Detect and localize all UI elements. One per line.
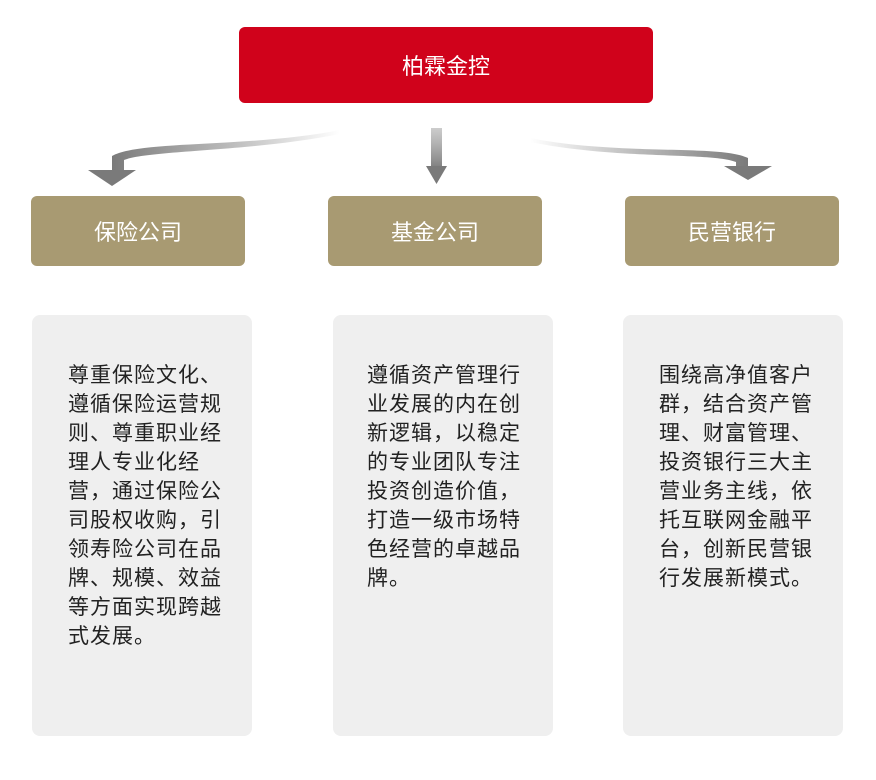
root-label: 柏霖金控 [401, 55, 490, 80]
description-card-fund: 遵循资产管理行业发展的内在创新逻辑，以稳定的专业团队专注投资创造价值，打造一级市… [333, 315, 553, 736]
branch-node-fund: 基金公司 [328, 196, 542, 266]
description-card-insurance: 尊重保险文化、遵循保险运营规则、尊重职业经理人专业化经营，通过保险公司股权收购，… [32, 315, 252, 736]
description-card-bank: 围绕高净值客户群，结合资产管理、财富管理、投资银行三大主营业务主线，依托互联网金… [623, 315, 843, 736]
connector-arrows [88, 128, 772, 186]
arrow-right [530, 138, 772, 180]
arrow-center [426, 128, 447, 184]
root-node: 柏霖金控 [239, 27, 653, 103]
branch-node-insurance: 保险公司 [31, 196, 245, 266]
branch-node-bank: 民营银行 [625, 196, 839, 266]
branch-label: 民营银行 [687, 221, 776, 246]
card-text: 遵循资产管理行业发展的内在创新逻辑，以稳定的专业团队专注投资创造价值，打造一级市… [367, 363, 521, 590]
card-text: 尊重保险文化、遵循保险运营规则、尊重职业经理人专业化经营，通过保险公司股权收购，… [68, 363, 222, 648]
branch-label: 基金公司 [390, 221, 479, 246]
arrow-left [88, 130, 340, 186]
card-text: 围绕高净值客户群，结合资产管理、财富管理、投资银行三大主营业务主线，依托互联网金… [659, 363, 813, 590]
branch-label: 保险公司 [93, 221, 182, 246]
